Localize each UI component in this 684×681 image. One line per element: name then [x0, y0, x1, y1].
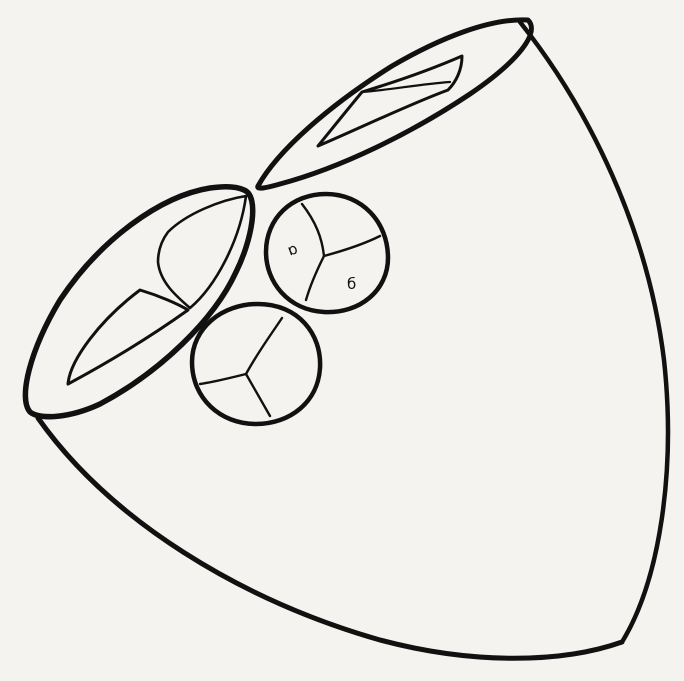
cusp-mark-b: б	[347, 275, 356, 293]
